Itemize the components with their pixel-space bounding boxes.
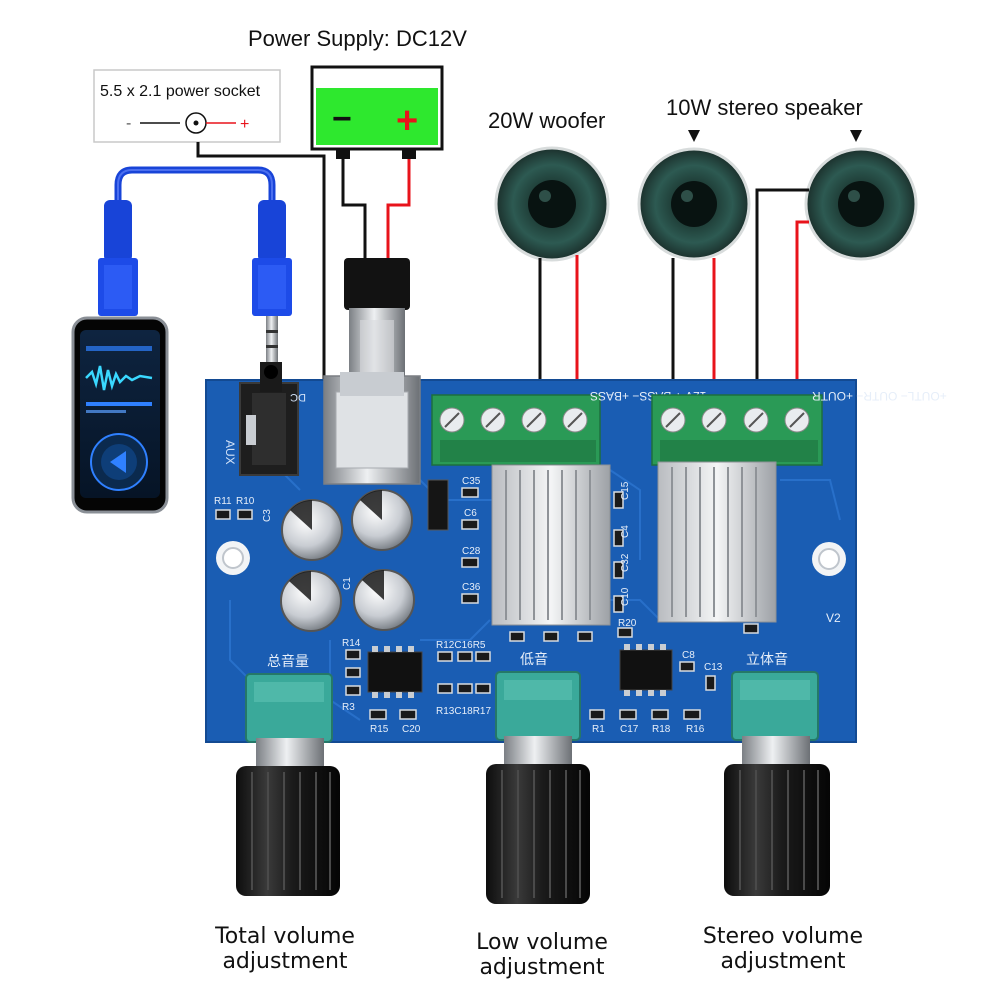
capacitor <box>353 569 415 631</box>
dc-jack <box>323 372 421 485</box>
aux-jack <box>239 362 299 476</box>
ref-r16: R16 <box>686 724 705 735</box>
knob-low-label: Low volume adjustment <box>462 930 622 980</box>
aux-label: AUX <box>223 440 237 465</box>
knob-stereo-label-line1: Stereo volume <box>702 924 864 949</box>
heatsink-left <box>491 464 611 626</box>
knob-total-label: Total volume adjustment <box>205 924 365 974</box>
knob-stereo-label-line2: adjustment <box>720 949 846 974</box>
ref-r11: R11 <box>214 496 232 507</box>
ref-c4: C4 <box>620 525 631 538</box>
knob-low-volume[interactable] <box>486 671 590 904</box>
amplifier-board: AUX DC <box>205 362 947 743</box>
waveform-icon <box>85 365 153 391</box>
knob-stereo-label: Stereo volume adjustment <box>688 924 878 974</box>
heatsink-right <box>657 461 777 623</box>
terminal-block-right <box>651 394 823 466</box>
speaker-left <box>637 147 751 261</box>
ref-c13: C13 <box>704 662 723 673</box>
socket-label: 5.5 x 2.1 power socket <box>100 83 261 100</box>
power-supply-title: Power Supply: DC12V <box>248 26 467 51</box>
knob-low-label-line2: adjustment <box>479 955 605 980</box>
speaker-wires <box>538 188 809 398</box>
battery-plus: + <box>396 100 418 142</box>
ref-r15: R15 <box>370 724 389 735</box>
knob-total-label-line2: adjustment <box>222 949 348 974</box>
music-player <box>71 316 169 514</box>
mount-hole <box>216 541 250 575</box>
dc-label: DC <box>290 391 306 403</box>
ref-c35: C35 <box>462 476 481 487</box>
play-icon <box>110 451 126 473</box>
ref-c28: C28 <box>462 546 481 557</box>
knob-total-label-line1: Total volume <box>215 924 355 949</box>
ref-r1: R1 <box>592 724 605 735</box>
ref-c32: C32 <box>620 553 631 572</box>
ref-r13c18r17: R13C18R17 <box>436 706 491 717</box>
power-socket-box: 5.5 x 2.1 power socket - + <box>93 69 281 143</box>
arrow-down-icon <box>688 130 700 142</box>
dc-barrel-plug <box>344 258 410 378</box>
knob-total-volume[interactable] <box>236 673 340 896</box>
speaker-woofer <box>494 146 610 262</box>
ref-r14: R14 <box>342 638 361 649</box>
version-label: V2 <box>826 611 841 625</box>
knob-low-label-line1: Low volume <box>476 930 608 955</box>
ref-r20: R20 <box>618 618 637 629</box>
battery-minus: − <box>332 100 352 138</box>
power-wires <box>196 142 411 395</box>
ref-r18: R18 <box>652 724 671 735</box>
audio-cable <box>98 166 292 370</box>
capacitor <box>281 499 343 561</box>
speaker-right <box>804 147 918 261</box>
capacitor <box>280 570 342 632</box>
battery-icon: − + <box>310 65 444 159</box>
cn-label-total: 总音量 <box>267 653 309 669</box>
ref-r12c16r5: R12C16R5 <box>436 640 486 651</box>
terminal-right-label: +OUTL− OUTR− +OUTR <box>812 389 947 403</box>
ref-c36: C36 <box>462 582 481 593</box>
ref-c1: C1 <box>342 577 353 590</box>
stereo-speaker-label: 10W stereo speaker <box>666 95 863 120</box>
ref-c17: C17 <box>620 724 639 735</box>
ref-c6: C6 <box>464 508 477 519</box>
mount-hole <box>812 542 846 576</box>
cn-label-low: 低音 <box>520 651 548 667</box>
knob-stereo-volume[interactable] <box>724 671 830 896</box>
ic-chip <box>367 646 423 698</box>
ref-c15: C15 <box>620 481 631 500</box>
woofer-label: 20W woofer <box>488 108 605 133</box>
ref-r10: R10 <box>236 496 255 507</box>
cn-label-stereo: 立体音 <box>746 651 788 667</box>
arrow-down-icon <box>850 130 862 142</box>
socket-minus: - <box>126 115 131 132</box>
ic-chip <box>619 644 673 696</box>
ref-c10: C10 <box>620 587 631 606</box>
ref-c20: C20 <box>402 724 421 735</box>
socket-plus: + <box>240 116 249 133</box>
terminal-block-left <box>431 394 601 466</box>
ref-c3: C3 <box>262 509 273 522</box>
smd-components <box>215 487 759 720</box>
ref-r3: R3 <box>342 702 355 713</box>
capacitor <box>351 489 413 551</box>
diode <box>427 479 449 531</box>
ref-c8: C8 <box>682 650 695 661</box>
